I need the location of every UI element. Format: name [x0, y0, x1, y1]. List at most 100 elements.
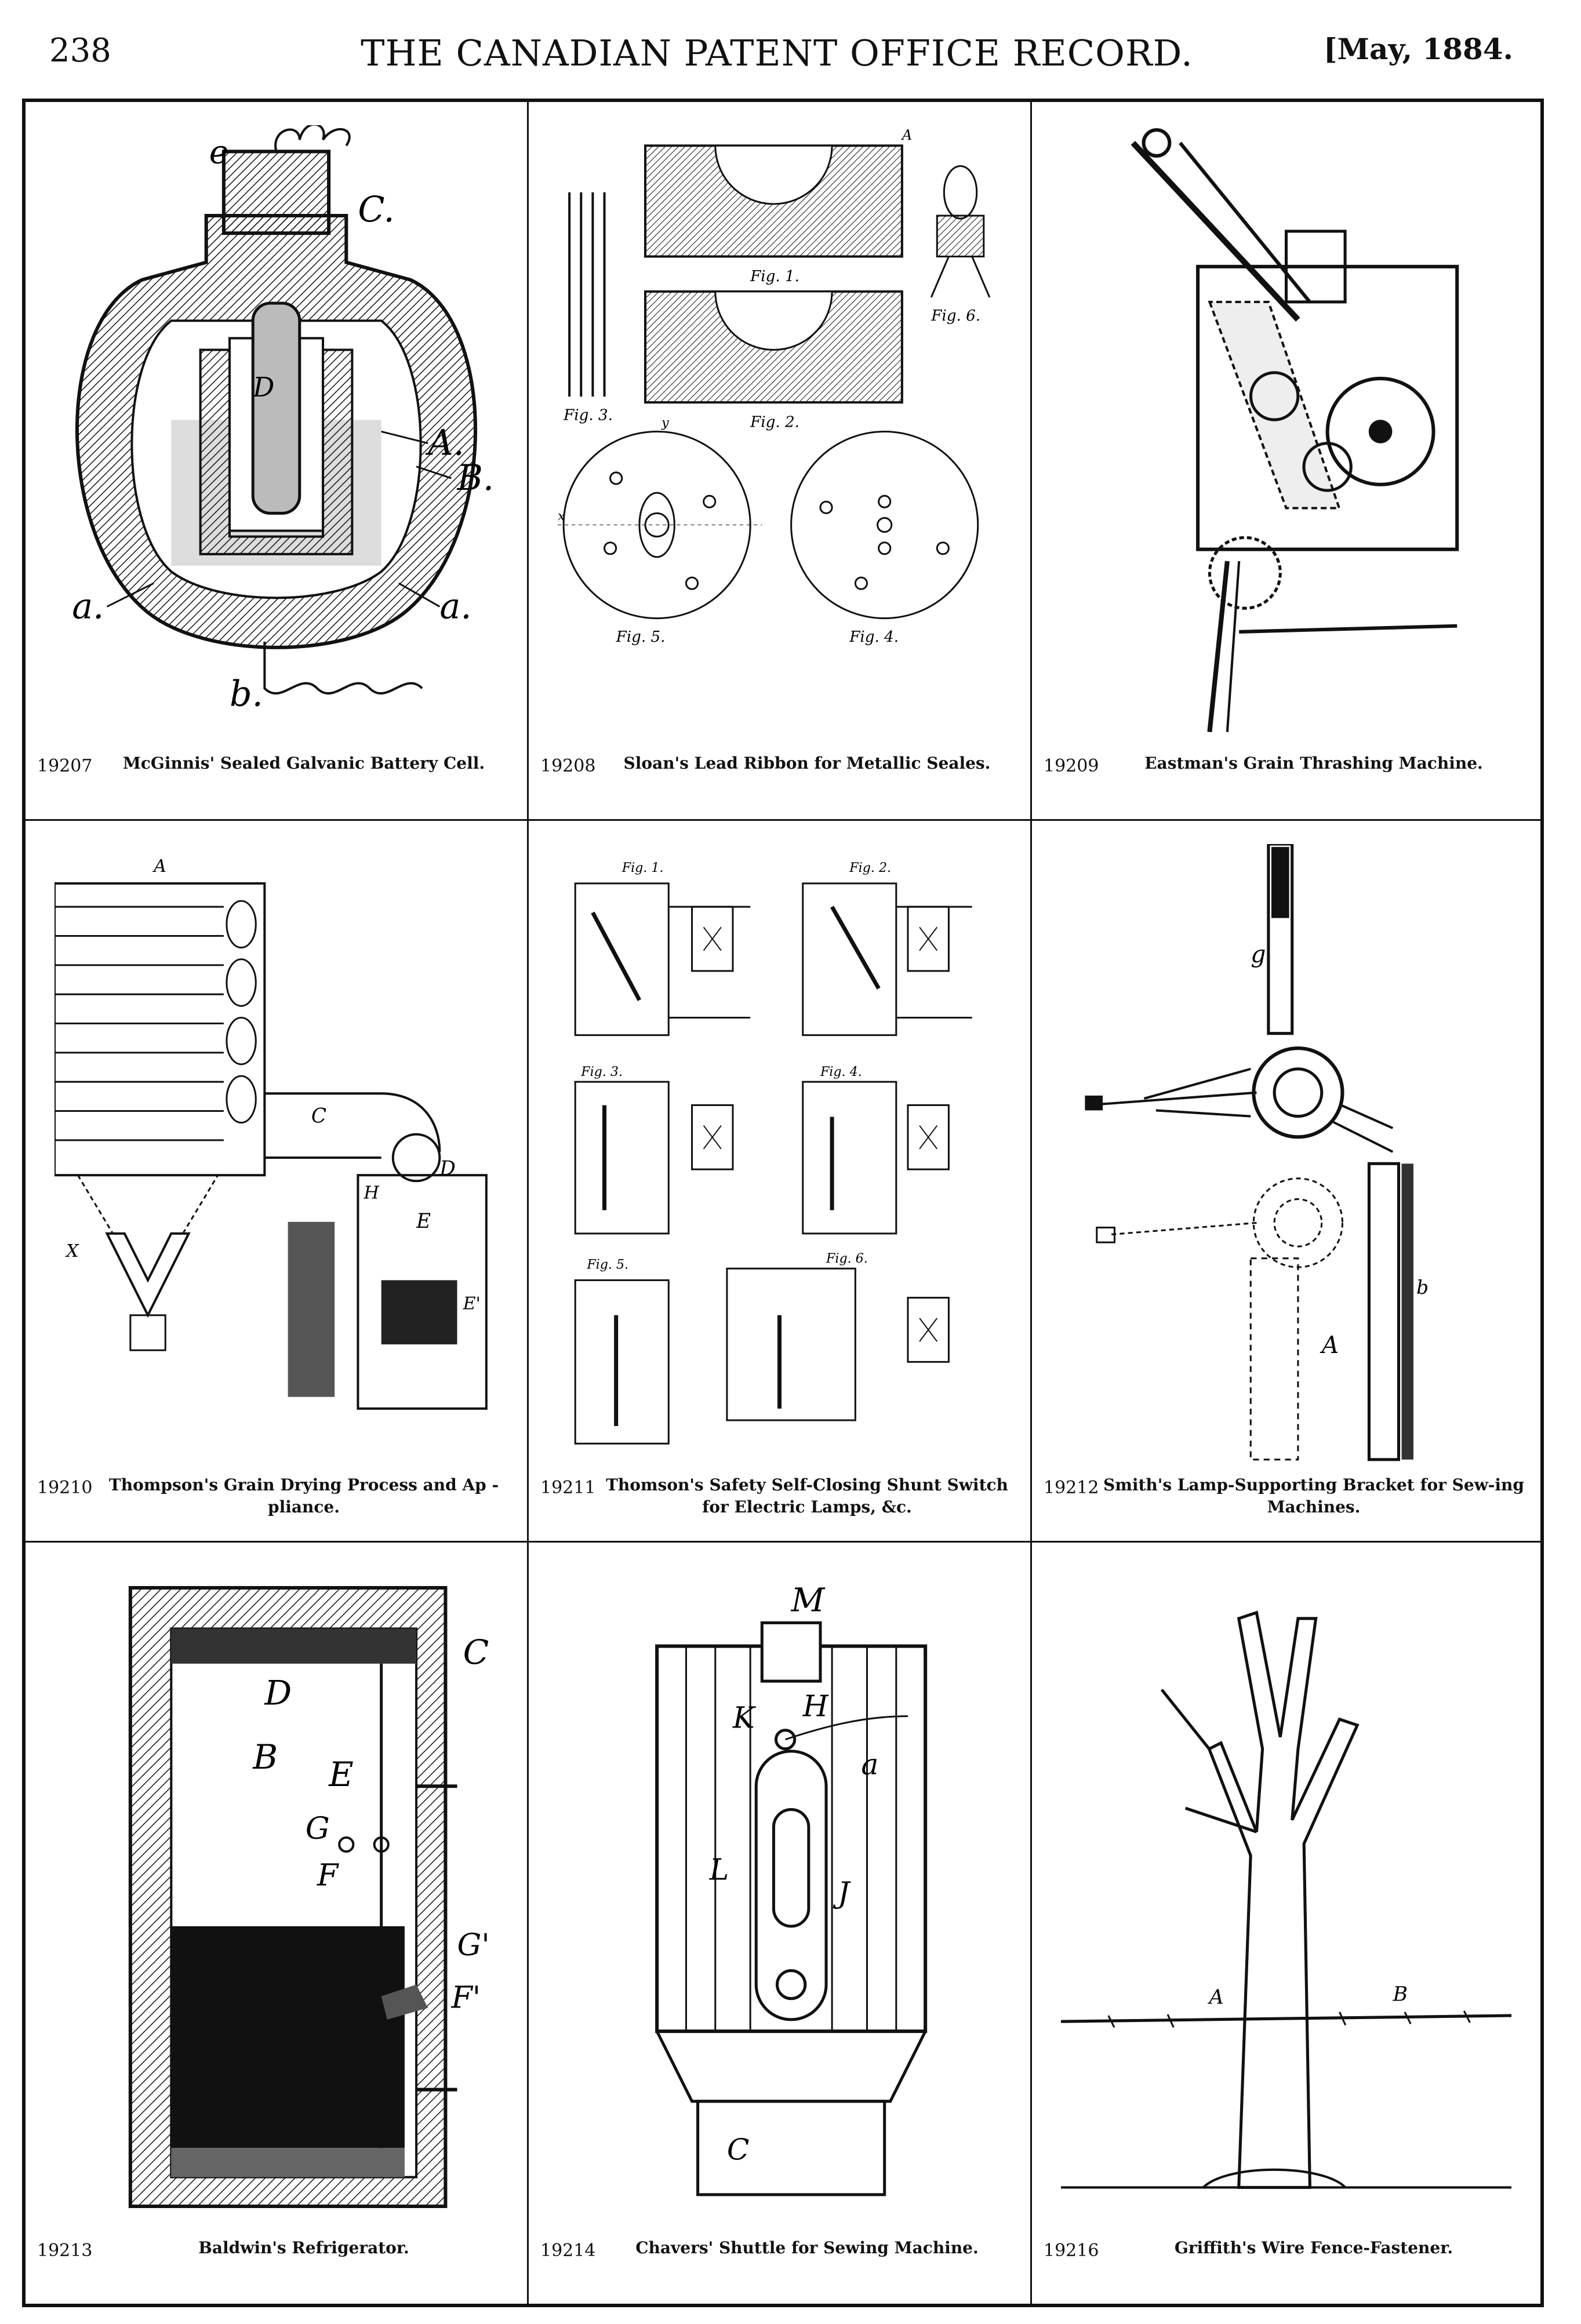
shunt-switch-illustration: Fig. 1. Fig. 2. Fig. 3. Fig. 4. Fig. 5. … [574, 860, 972, 1445]
fence-fastener-drawing: A B [1061, 1566, 1511, 2228]
patent-number: 19210 [37, 1478, 93, 1498]
patent-cell-19207: e C. D A. B. a. a. b. 19207 McGinnis' Se… [26, 102, 529, 821]
fig1-label: Fig. 1. [750, 268, 799, 285]
label-m: M [791, 1581, 826, 1619]
fig6-label: Fig. 6. [931, 307, 980, 325]
label-a: A [152, 856, 166, 876]
label-e: E [416, 1210, 431, 1233]
label-e-prime: E' [463, 1294, 481, 1314]
fig4-label: Fig. 4. [820, 1064, 862, 1079]
label-a: A [1320, 1331, 1339, 1359]
thrashing-machine-drawing [1061, 125, 1511, 744]
label-d: D [439, 1157, 455, 1180]
thrashing-machine-illustration [1131, 128, 1459, 733]
label-h: H [363, 1183, 379, 1203]
label-b-upper: B. [457, 458, 495, 499]
label-h: H [802, 1689, 829, 1723]
label-c: C. [358, 190, 394, 230]
caption-19207: 19207 McGinnis' Sealed Galvanic Battery … [37, 752, 515, 805]
caption-19208: 19208 Sloan's Lead Ribbon for Metallic S… [540, 752, 1019, 805]
fig3-label: Fig. 3. [580, 1064, 623, 1079]
patent-cell-19216: A B 19216 Griffith's Wire Fence-Fastener… [1032, 1543, 1540, 2304]
refrigerator-drawing: C D B E G F G' F' [54, 1566, 498, 2228]
page-title: THE CANADIAN PATENT OFFICE RECORD. [361, 32, 1193, 74]
battery-cell-illustration: e C. D A. B. a. a. b. [72, 125, 495, 715]
fig5-label: Fig. 5. [616, 628, 666, 646]
patent-cell-19212: g A b 19212 Smith's Lamp-Supporting Brac… [1032, 821, 1540, 1543]
label-g-prime: G' [457, 1927, 490, 1963]
page-number: 238 [49, 32, 111, 70]
patent-number: 19209 [1044, 756, 1099, 776]
patent-title: Baldwin's Refrigerator. [198, 2238, 409, 2257]
label-g-upper: g [1251, 940, 1266, 968]
fig4-label: Fig. 4. [849, 628, 899, 646]
label-d: D [264, 1673, 292, 1712]
label-b: b [1416, 1276, 1429, 1299]
fig5-label: Fig. 5. [586, 1257, 628, 1272]
label-c: C [463, 1632, 489, 1672]
patent-cell-19209: 19209 Eastman's Grain Thrashing Machine. [1032, 102, 1540, 821]
label-k: K [732, 1701, 757, 1735]
patent-cell-19211: Fig. 1. Fig. 2. Fig. 3. Fig. 4. Fig. 5. … [529, 821, 1032, 1543]
label-x: X [65, 1241, 79, 1261]
caption-19209: 19209 Eastman's Grain Thrashing Machine. [1044, 752, 1529, 805]
shuttle-drawing: M K H a L J C [558, 1566, 1001, 2228]
patent-plate-frame: e C. D A. B. a. a. b. 19207 McGinnis' Se… [22, 99, 1544, 2307]
label-b-lower: b. [230, 674, 263, 715]
lamp-bracket-drawing: g A b [1061, 844, 1511, 1465]
label-f: F [317, 1857, 339, 1893]
grain-drying-illustration: A C D E E' H X [54, 856, 488, 1410]
patent-title: Sloan's Lead Ribbon for Metallic Seales. [623, 754, 991, 773]
fig6-label: Fig. 6. [826, 1251, 868, 1266]
patent-number: 19213 [37, 2241, 93, 2261]
label-a-upper: A. [425, 423, 464, 464]
patent-number: 19208 [540, 756, 596, 776]
patent-title: Chavers' Shuttle for Sewing Machine. [635, 2238, 979, 2257]
fig2-label: Fig. 2. [750, 413, 799, 431]
lead-ribbon-drawing: Fig. 1. Fig. 2. Fig. 3. Fig. 6. [558, 125, 1001, 744]
shunt-switch-drawing: Fig. 1. Fig. 2. Fig. 3. Fig. 4. Fig. 5. … [558, 844, 1001, 1465]
patent-title: McGinnis' Sealed Galvanic Battery Cell. [122, 754, 485, 773]
battery-cell-drawing: e C. D A. B. a. a. b. [54, 125, 498, 744]
label-a: A [1208, 1986, 1224, 2009]
label-e: e [209, 133, 228, 171]
patent-number: 19214 [540, 2241, 596, 2261]
label-a: A [901, 127, 912, 143]
fig2-label: Fig. 2. [849, 860, 891, 875]
label-a-left: a. [72, 587, 104, 627]
label-g: G [306, 1811, 330, 1846]
label-a: a [861, 1747, 878, 1781]
label-j: J [833, 1876, 851, 1910]
lead-ribbon-illustration: Fig. 1. Fig. 2. Fig. 3. Fig. 6. [558, 127, 991, 646]
grain-drying-drawing: A C D E E' H X [54, 844, 498, 1465]
label-l: L [709, 1852, 729, 1886]
label-c: C [311, 1105, 326, 1128]
patent-number: 19211 [540, 1478, 596, 1498]
caption-19211: 19211 Thomson's Safety Self-Closing Shun… [540, 1474, 1019, 1526]
fence-fastener-illustration: A B [1061, 1610, 1511, 2190]
caption-19210: 19210 Thompson's Grain Drying Process an… [37, 1474, 515, 1526]
label-c: C [727, 2132, 749, 2166]
shuttle-illustration: M K H a L J C [655, 1581, 928, 2196]
patent-title: Griffith's Wire Fence-Fastener. [1174, 2238, 1453, 2257]
caption-19216: 19216 Griffith's Wire Fence-Fastener. [1044, 2237, 1529, 2289]
refrigerator-illustration: C D B E G F G' F' [128, 1585, 490, 2209]
label-d: D [252, 372, 274, 403]
patent-cell-19214: M K H a L J C 19214 Chavers' Shuttle for… [529, 1543, 1032, 2304]
axis-y-label: y [661, 415, 669, 430]
label-a-right: a. [439, 587, 471, 627]
patent-cell-19208: Fig. 1. Fig. 2. Fig. 3. Fig. 6. [529, 102, 1032, 821]
patent-title: Thomson's Safety Self-Closing Shunt Swit… [606, 1475, 1008, 1516]
patent-number: 19216 [1044, 2241, 1099, 2261]
patent-cell-19210: A C D E E' H X 19210 Thompson's Grain Dr… [26, 821, 529, 1543]
axis-x-label: x [558, 508, 565, 523]
label-e: E [328, 1755, 354, 1794]
fig3-label: Fig. 3. [563, 406, 613, 424]
fig1-label: Fig. 1. [622, 860, 664, 875]
caption-19212: 19212 Smith's Lamp-Supporting Bracket fo… [1044, 1474, 1529, 1526]
patent-title: Eastman's Grain Thrashing Machine. [1144, 754, 1483, 773]
page-header: 238 THE CANADIAN PATENT OFFICE RECORD. [… [41, 32, 1513, 78]
patent-title: Smith's Lamp-Supporting Bracket for Sew-… [1103, 1475, 1524, 1516]
label-f-prime: F' [450, 1980, 481, 2016]
caption-19213: 19213 Baldwin's Refrigerator. [37, 2237, 515, 2289]
